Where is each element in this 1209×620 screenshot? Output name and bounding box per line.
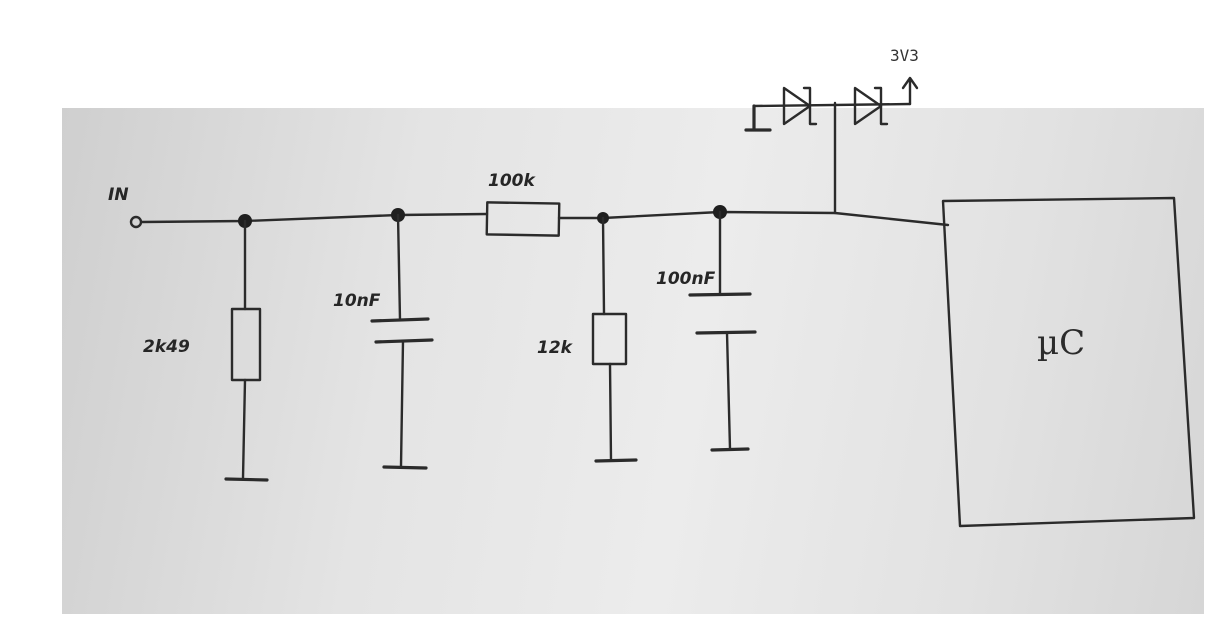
capacitor-filter-label: 100nF xyxy=(656,269,716,289)
diode-ground-symbol xyxy=(744,104,772,132)
resistor-series-label: 100k xyxy=(488,171,536,191)
microcontroller-label: µC xyxy=(1037,323,1085,363)
resistor-series-body xyxy=(485,201,561,237)
resistor-divider: 12k xyxy=(537,216,638,463)
capacitor-input: 10nF xyxy=(333,213,434,470)
signal-wires xyxy=(140,101,950,227)
clamp-diodes: 3V3 xyxy=(744,46,919,132)
capacitor-input-label: 10nF xyxy=(333,291,381,311)
resistor-shunt: 2k49 xyxy=(143,219,269,482)
capacitor-filter-plate-top xyxy=(688,292,752,297)
diode-upper xyxy=(853,86,883,126)
ground-symbol xyxy=(710,447,750,452)
diode-rail-wire xyxy=(752,102,912,108)
capacitor-input-plate-top xyxy=(370,317,430,323)
wire-r-series-to-mcu xyxy=(557,210,950,227)
microcontroller: µC xyxy=(941,196,1196,528)
supply-label: 3V3 xyxy=(890,46,919,65)
ground-symbol xyxy=(382,465,428,470)
diode-lower xyxy=(782,86,812,126)
resistor-shunt-body xyxy=(230,307,262,382)
microcontroller-box xyxy=(941,196,1196,528)
supply-arrow xyxy=(901,76,919,106)
resistor-divider-body xyxy=(591,312,628,366)
diode-lower-cathode xyxy=(802,86,818,126)
ground-symbol xyxy=(224,477,269,482)
diode-upper-cathode xyxy=(873,86,889,126)
capacitor-filter: 100nF xyxy=(656,210,757,452)
paper-background xyxy=(62,108,1204,614)
resistor-series: 100k xyxy=(485,171,561,237)
input-terminal: IN xyxy=(108,185,143,229)
input-terminal-circle xyxy=(129,215,143,229)
resistor-divider-label: 12k xyxy=(537,338,574,358)
ground-symbol xyxy=(594,458,638,463)
resistor-shunt-label: 2k49 xyxy=(143,337,190,357)
input-label: IN xyxy=(108,185,129,205)
wire-in-to-r-series xyxy=(140,212,489,224)
